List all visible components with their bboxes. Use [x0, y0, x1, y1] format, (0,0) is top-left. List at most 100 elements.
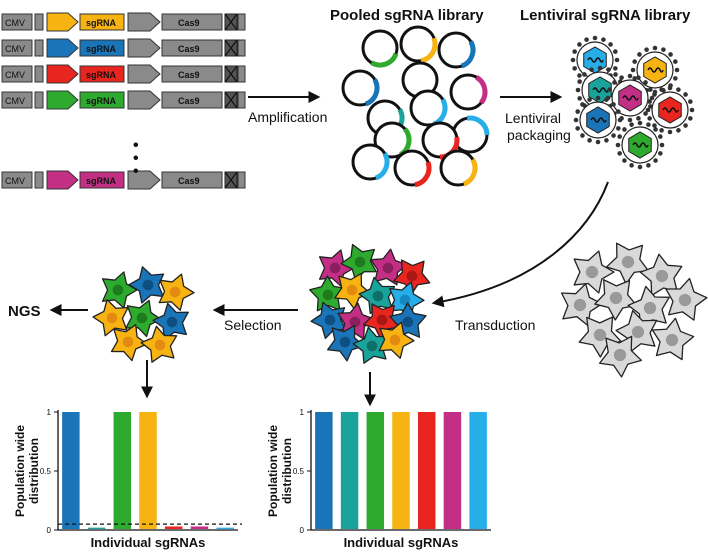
amplification-label: Amplification: [248, 109, 327, 125]
virus-spike: [636, 116, 641, 121]
pooled-library-title: Pooled sgRNA library: [330, 7, 484, 24]
virus-spike: [584, 37, 589, 42]
cell-icon: [560, 283, 603, 327]
virus-spike: [589, 67, 594, 72]
virus-spike: [652, 123, 657, 128]
bar: [315, 412, 333, 529]
cell-icon: [326, 324, 365, 362]
bar: [417, 412, 436, 529]
construct-ellipsis: •••: [133, 137, 139, 180]
spacer-box: [34, 91, 44, 109]
cell-nucleus: [349, 316, 361, 328]
cell-nucleus: [322, 289, 334, 301]
y-tick-label: 0: [47, 526, 52, 535]
virus-spike: [613, 66, 618, 71]
y-axis-label: Population widedistribution: [266, 425, 294, 517]
y-tick-label: 1: [300, 408, 305, 417]
plasmid-insert-arc: [414, 161, 432, 188]
cell-nucleus: [142, 279, 154, 291]
y-axis-label-line: distribution: [27, 438, 41, 504]
cell-nucleus: [621, 255, 635, 269]
transduction-label: Transduction: [455, 317, 535, 333]
virus-spike: [613, 49, 618, 54]
virus-spike: [653, 127, 658, 132]
cmv-label: CMV: [5, 70, 25, 80]
terminator-cross-icon: [224, 13, 238, 31]
cas9-label: Cas9: [178, 44, 200, 54]
cell-nucleus: [366, 340, 378, 352]
cell-icon: [110, 323, 148, 362]
spacer-box: [34, 171, 44, 189]
cell-nucleus: [169, 286, 181, 298]
cell-nucleus: [613, 348, 627, 362]
virus-spike: [575, 109, 580, 114]
virus-spike: [617, 117, 623, 123]
virus-spike: [667, 129, 673, 135]
plasmid-insert-arc: [370, 52, 399, 68]
plasmid-icon: [439, 149, 478, 187]
cell-nucleus: [406, 270, 418, 282]
cas9-label: Cas9: [178, 176, 200, 186]
virus-spike: [614, 57, 620, 63]
cell-icon: [392, 259, 431, 296]
cell-nucleus: [339, 336, 351, 348]
cmv-label: CMV: [5, 176, 25, 186]
bar: [340, 412, 359, 529]
promoter-arrow-icon: [46, 64, 79, 84]
cell-nucleus: [678, 293, 692, 307]
cell-nucleus: [655, 269, 669, 283]
virus-spike: [595, 95, 601, 101]
cell-nucleus: [382, 262, 394, 274]
virus-spike: [629, 122, 634, 127]
sgrna-label: sgRNA: [86, 44, 117, 54]
virus-spike: [580, 102, 585, 107]
promoter-arrow-icon: [127, 170, 161, 190]
promoter-arrow-icon: [127, 12, 161, 32]
cmv-box: [1, 171, 33, 189]
virus-spike: [688, 99, 693, 104]
virus-spike: [601, 37, 606, 42]
lentiviral-library-title: Lentiviral sgRNA library: [520, 7, 691, 24]
cas9-box: [161, 171, 223, 189]
cell-icon: [358, 276, 396, 315]
virus-spike: [607, 87, 612, 92]
virus-spike: [643, 80, 648, 85]
virus-spike: [646, 163, 651, 168]
virus-spike: [648, 87, 653, 92]
virus-spike: [647, 116, 652, 121]
virus-spike: [667, 85, 673, 91]
promoter-arrow-icon: [127, 38, 161, 58]
promoter-arrow-icon: [46, 38, 79, 58]
rna-icon: [647, 67, 664, 73]
virus-spike: [646, 122, 651, 127]
cell-icon: [578, 316, 622, 358]
virus-spike: [608, 42, 613, 47]
virus-spike: [659, 142, 665, 148]
cell-nucleus: [346, 284, 358, 296]
terminator-cross-icon: [224, 91, 238, 109]
virus-spike: [647, 99, 652, 104]
cell-icon: [92, 298, 129, 337]
virus-spike: [619, 75, 624, 80]
cell-icon: [639, 253, 683, 297]
sgrna-label: sgRNA: [86, 176, 117, 186]
virus-spike: [673, 76, 678, 81]
cmv-box: [1, 13, 33, 31]
virus-capsid: [628, 131, 652, 159]
cell-nucleus: [573, 298, 587, 312]
virus-spike: [649, 95, 655, 101]
virus-capsid: [643, 56, 667, 84]
plasmid-icon: [393, 149, 432, 188]
virus-spike: [627, 117, 633, 123]
cell-icon: [605, 242, 649, 285]
selected-cell-cluster: [92, 266, 195, 363]
plasmid-insert-arc: [420, 37, 438, 64]
virus-spike: [629, 163, 634, 168]
virus-spike: [572, 49, 577, 54]
cell-icon: [651, 317, 695, 361]
virus-spike: [648, 104, 653, 109]
virus-capsid: [586, 106, 610, 134]
bar: [366, 412, 385, 529]
transduction-arrow: [431, 181, 609, 308]
